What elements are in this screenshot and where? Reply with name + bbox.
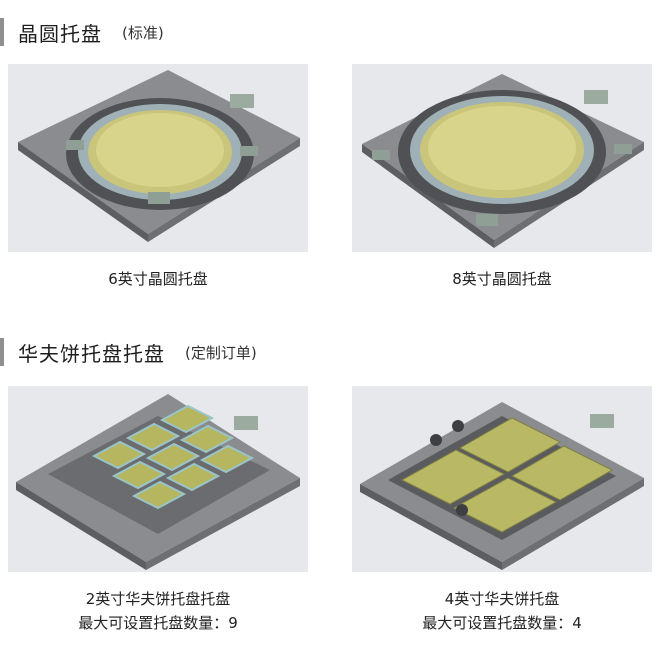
section-title: 晶圆托盘 bbox=[18, 21, 102, 46]
caption-8inch-wafer-tray: 8英寸晶圆托盘 bbox=[452, 270, 552, 288]
image-4inch-waffle-tray bbox=[352, 386, 652, 572]
section-header-wafer-tray: 晶圆托盘 (标准) bbox=[0, 16, 164, 48]
section-bar bbox=[0, 18, 4, 46]
image-8inch-wafer-tray bbox=[352, 64, 652, 252]
caption-4inch-waffle-tray: 4英寸华夫饼托盘 bbox=[444, 590, 560, 608]
section-bar bbox=[0, 338, 4, 366]
section-header-waffle-tray: 华夫饼托盘托盘 (定制订单) bbox=[0, 336, 257, 368]
caption-2inch-waffle-tray-max: 最大可设置托盘数量：9 bbox=[78, 614, 238, 632]
section-note: (标准) bbox=[122, 23, 164, 42]
image-6inch-wafer-tray bbox=[8, 64, 308, 252]
image-2inch-waffle-tray bbox=[8, 386, 308, 572]
caption-6inch-wafer-tray: 6英寸晶圆托盘 bbox=[108, 270, 208, 288]
section-title: 华夫饼托盘托盘 bbox=[18, 341, 165, 366]
section-note: (定制订单) bbox=[185, 343, 257, 362]
caption-2inch-waffle-tray: 2英寸华夫饼托盘托盘 bbox=[85, 590, 231, 608]
caption-4inch-waffle-tray-max: 最大可设置托盘数量：4 bbox=[422, 614, 582, 632]
